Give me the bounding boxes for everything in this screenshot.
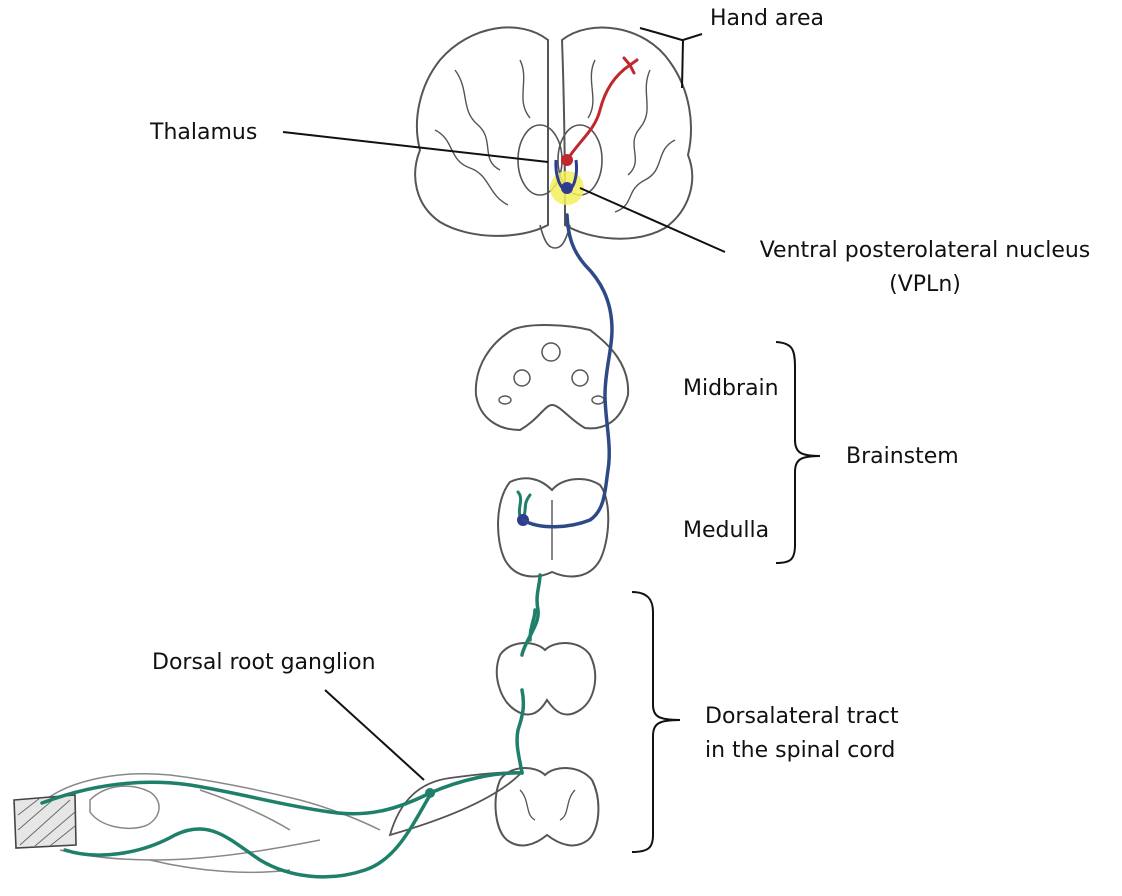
vpln-label-line2: (VPLn) <box>740 270 1110 300</box>
brain-coronal-section <box>415 27 692 248</box>
dorsal-root-ganglion-cell <box>425 788 435 798</box>
spinal-cord-section-lower <box>496 768 599 845</box>
vpln-label-line1: Ventral posterolateral nucleus <box>740 236 1110 266</box>
hand-area-label: Hand area <box>710 4 824 34</box>
thalamus-label: Thalamus <box>150 118 257 148</box>
spinal-cord-bracket <box>632 592 680 852</box>
medulla-label: Medulla <box>683 516 769 546</box>
sensory-neuron <box>42 575 540 877</box>
drg-leader <box>325 690 424 780</box>
midbrain-label: Midbrain <box>683 374 779 404</box>
brainstem-label: Brainstem <box>846 442 959 472</box>
spinal-cord-section-upper <box>497 643 595 714</box>
dorsal-root-ganglion-label: Dorsal root ganglion <box>152 648 376 678</box>
brainstem-bracket <box>776 342 820 563</box>
vpl-neuron-cell <box>561 154 573 166</box>
dorsolateral-tract-label-line2: in the spinal cord <box>705 736 895 766</box>
dorsolateral-tract-label-line1: Dorsalateral tract <box>705 702 899 732</box>
